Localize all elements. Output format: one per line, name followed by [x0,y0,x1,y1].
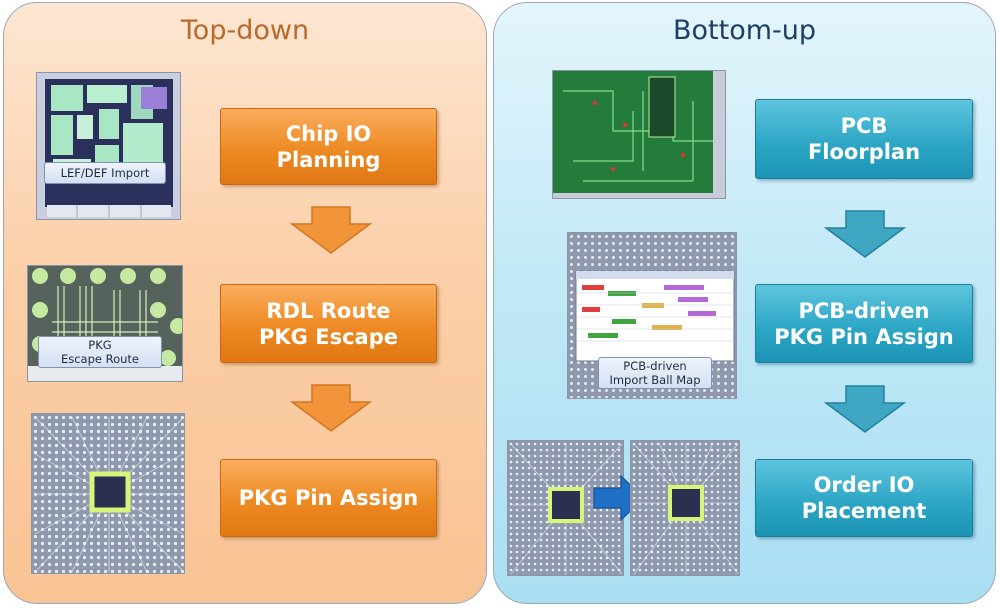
import-ball-map-caption: PCB-driven Import Ball Map [598,357,712,389]
pkg-pin-assign-step[interactable]: PKG Pin Assign [220,459,437,537]
down-arrow-icon [824,210,906,258]
pkg-pin-assign-image [31,413,185,574]
io-after-graphic [631,441,739,575]
top-down-title: Top-down [180,15,310,46]
io-placement-after-image [630,440,740,576]
bottom-up-title: Bottom-up [672,15,817,46]
floorplan-graphic [37,73,180,219]
rdl-route-pkg-escape-step[interactable]: RDL Route PKG Escape [220,284,437,363]
lef-def-import-caption: LEF/DEF Import [44,162,166,184]
down-arrow-icon [824,385,906,433]
down-arrow-icon [290,206,372,254]
pkg-escape-route-caption: PKG Escape Route [38,336,162,368]
down-arrow-icon [290,384,372,432]
order-io-placement-step[interactable]: Order IO Placement [755,459,973,537]
chip-io-planning-step[interactable]: Chip IO Planning [220,108,437,185]
pcb-floorplan-image [552,70,726,199]
pcb-graphic [553,71,725,198]
pin-assign-graphic [32,414,184,573]
lef-def-floorplan-image [36,72,181,220]
pcb-floorplan-step[interactable]: PCB Floorplan [755,99,973,179]
pcb-driven-pkg-pin-assign-step[interactable]: PCB-driven PKG Pin Assign [755,284,973,363]
